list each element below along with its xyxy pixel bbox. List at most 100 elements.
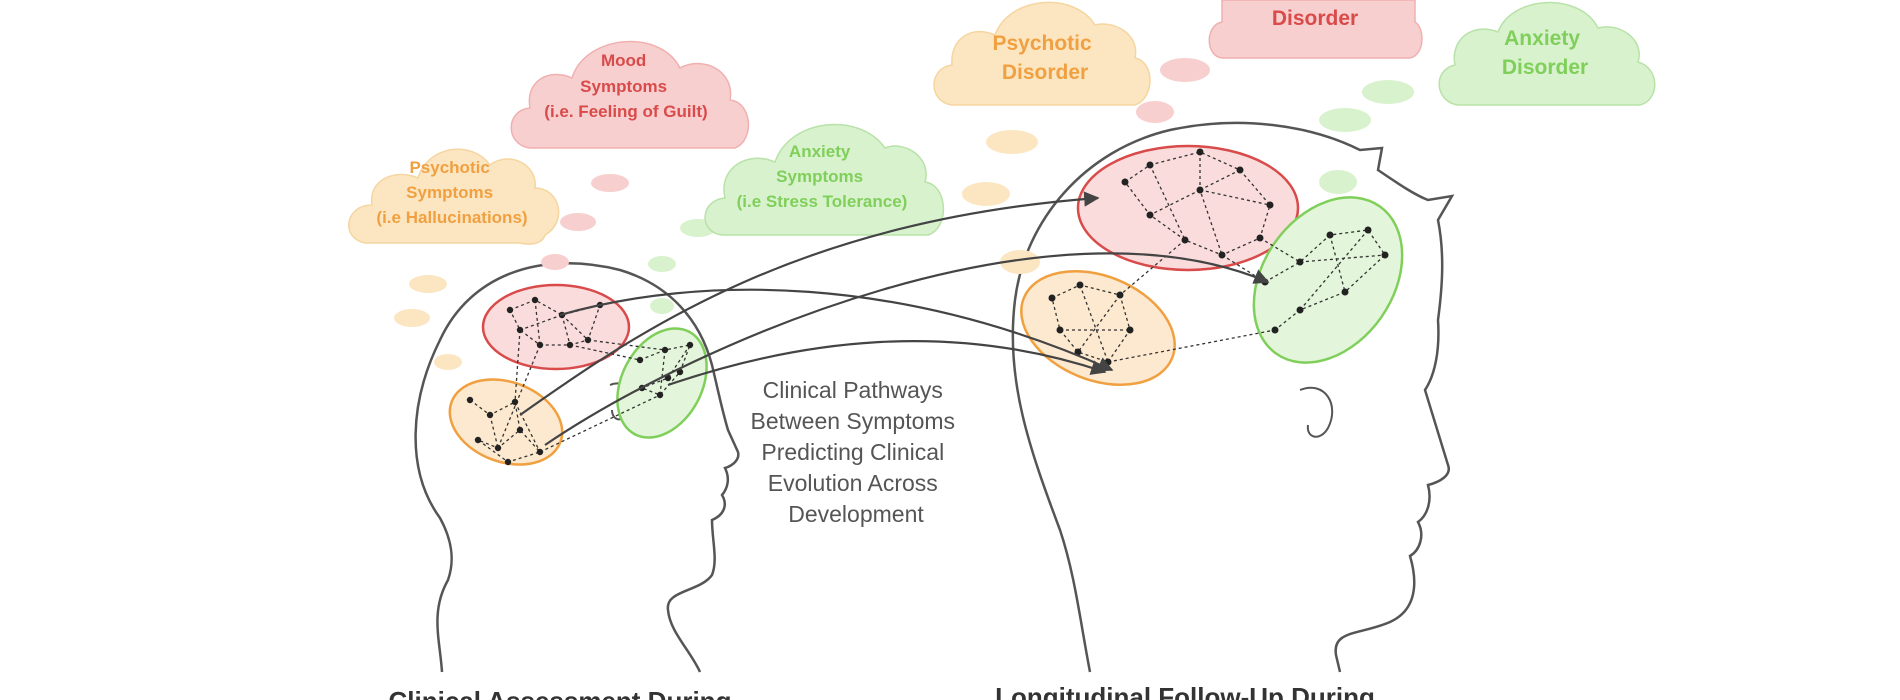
network-node: [486, 411, 494, 419]
network-node: [504, 458, 512, 466]
child-psychotic-cloud: [348, 148, 560, 245]
thought-dot: [1000, 250, 1040, 274]
thought-dot: [650, 298, 674, 314]
adult-mood-label: Disorder: [1272, 7, 1358, 30]
pathway-arrow: [519, 191, 1100, 416]
bottom-label-right: Longitudinal Follow-Up During: [995, 682, 1375, 700]
network-node: [536, 341, 544, 349]
network-node: [1146, 211, 1154, 219]
network-node: [664, 374, 672, 382]
bubble-line: Symptoms: [580, 77, 667, 96]
child-anxiety-cloud: [704, 123, 945, 236]
network-node: [511, 398, 519, 406]
adult-psychotic-label: Psychotic Disorder: [992, 32, 1097, 84]
bubble-line: Anxiety: [1504, 27, 1580, 50]
thought-dot: [986, 130, 1038, 154]
bubble-line: (i.e Hallucinations): [376, 208, 527, 227]
adult-anxiety-label: Anxiety Disorder: [1502, 27, 1588, 79]
thought-dot: [1319, 170, 1357, 194]
network-node: [1048, 294, 1056, 302]
thought-dot: [1362, 80, 1414, 104]
network-node: [636, 356, 644, 364]
bubble-line: Disorder: [1002, 61, 1088, 84]
caption-line: Evolution Across: [768, 470, 938, 496]
bubble-line: Disorder: [1272, 7, 1358, 30]
network-node: [1296, 306, 1304, 314]
thought-dot: [1160, 58, 1210, 82]
bubble-line: Psychotic: [409, 158, 489, 177]
pathway-arrow: [544, 252, 1270, 446]
thought-dot: [591, 174, 629, 192]
caption-line: Clinical Pathways: [763, 377, 943, 403]
thought-dot: [541, 254, 569, 270]
network-node: [1116, 291, 1124, 299]
network-node: [656, 391, 664, 399]
network-node: [1364, 226, 1372, 234]
network-node: [1104, 358, 1112, 366]
network-node: [1196, 148, 1204, 156]
network-node: [1296, 258, 1304, 266]
child-head-outline: [414, 262, 740, 673]
adult-psychotic-region: [1020, 269, 1176, 387]
adult-thought-dots: [962, 58, 1414, 274]
adult-nodes: [1048, 148, 1389, 366]
network-node: [1326, 231, 1334, 239]
adult-mood-region: [1076, 144, 1300, 272]
child-anxiety-label: Anxiety Symptoms (i.e Stress Tolerance): [737, 142, 908, 211]
network-node: [531, 296, 539, 304]
bubble-line: (i.e Stress Tolerance): [737, 192, 908, 211]
pathway-arrow: [667, 340, 1107, 387]
network-node: [1236, 166, 1244, 174]
network-node: [516, 326, 524, 334]
network-node: [1381, 251, 1389, 259]
adult-psychotic-cloud: [933, 1, 1151, 106]
network-node: [1341, 288, 1349, 296]
bottom-label-left: Clinical Assessment During: [389, 686, 732, 700]
network-node: [566, 341, 574, 349]
center-caption: Clinical Pathways Between Symptoms Predi…: [751, 377, 962, 527]
child-psychotic-region: [448, 378, 564, 466]
bubble-line: Symptoms: [406, 183, 493, 202]
network-node: [506, 306, 514, 314]
network-node: [1181, 236, 1189, 244]
thought-dot: [1319, 108, 1371, 132]
network-node: [1271, 326, 1279, 334]
thought-dot: [648, 256, 676, 272]
network-node: [1146, 161, 1154, 169]
thought-dot: [1136, 101, 1174, 123]
bubble-line: Psychotic: [992, 32, 1092, 55]
caption-line: Between Symptoms: [751, 408, 956, 434]
adult-head-outline: [1011, 121, 1455, 673]
adult-anxiety-region: [1252, 196, 1404, 364]
network-node: [1121, 178, 1129, 186]
adult-mood-cloud: [1208, 0, 1423, 59]
bubble-line: Symptoms: [776, 167, 863, 186]
bubble-line: Mood: [601, 51, 646, 70]
clinical-pathway-arrows: [519, 191, 1270, 446]
network-node: [516, 426, 524, 434]
thought-dot: [394, 309, 430, 327]
network-node: [466, 396, 474, 404]
adult-ear-outline: [1299, 386, 1334, 438]
caption-line: Predicting Clinical: [761, 439, 944, 465]
network-node: [1056, 326, 1064, 334]
bubble-line: (i.e. Feeling of Guilt): [544, 102, 707, 121]
bubble-line: Anxiety: [789, 142, 851, 161]
thought-dot: [409, 275, 447, 293]
child-mood-label: Mood Symptoms (i.e. Feeling of Guilt): [544, 51, 707, 121]
thought-dot: [434, 354, 462, 370]
network-node: [1256, 234, 1264, 242]
child-psychotic-label: Psychotic Symptoms (i.e Hallucinations): [376, 158, 527, 227]
thought-dot: [560, 213, 596, 231]
network-node: [474, 436, 482, 444]
network-node: [1126, 326, 1134, 334]
network-node: [661, 346, 669, 354]
bubble-line: Disorder: [1502, 56, 1588, 79]
network-node: [676, 368, 684, 376]
thought-dot: [962, 182, 1010, 206]
caption-line: Development: [788, 501, 924, 527]
network-node: [686, 341, 694, 349]
child-anxiety-region: [616, 327, 708, 439]
network-node: [1218, 251, 1226, 259]
network-node: [1196, 186, 1204, 194]
